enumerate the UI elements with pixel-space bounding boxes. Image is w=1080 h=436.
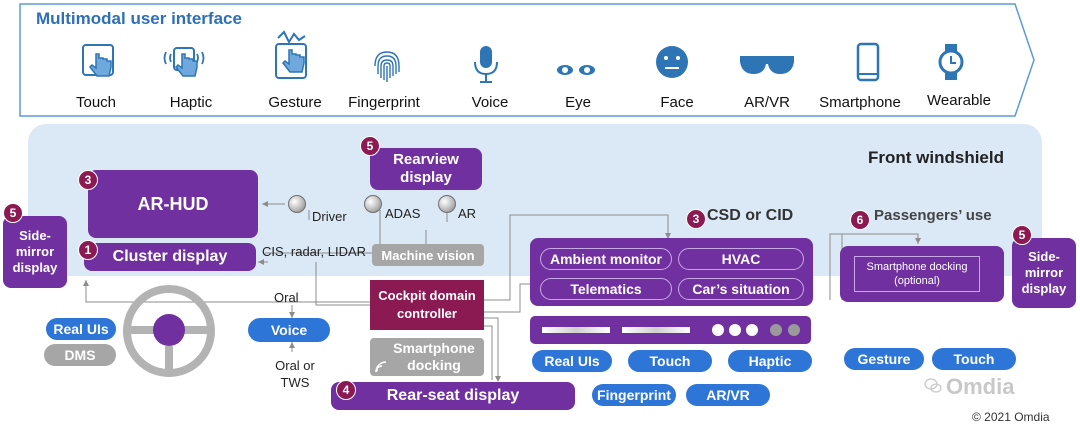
knob-control-1 — [770, 324, 782, 336]
driver-sensor-dot — [288, 195, 306, 213]
cars-situation-pill: Car’s situation — [678, 278, 804, 300]
copyright-text: © 2021 Omdia — [972, 410, 1050, 424]
passengers-display — [840, 246, 1004, 302]
badge-side-mirror-right: 5 — [1012, 225, 1032, 245]
badge-rear-seat: 4 — [336, 380, 356, 400]
slider-control-1 — [542, 327, 610, 333]
physical-controls-bar — [530, 316, 811, 344]
real-uis-pill-center: Real UIs — [532, 350, 612, 372]
gesture-icon — [272, 30, 316, 79]
label-smartphone: Smartphone — [819, 94, 901, 111]
arvr-pill: AR/VR — [686, 384, 770, 406]
machine-vision-box: Machine vision — [372, 244, 484, 266]
badge-passengers: 6 — [850, 210, 870, 230]
vr-glasses-icon — [738, 52, 796, 96]
fingerprint-pill: Fingerprint — [592, 384, 676, 406]
label-fingerprint: Fingerprint — [348, 94, 420, 111]
adas-sensor-dot — [364, 195, 382, 213]
badge-cluster: 1 — [78, 240, 98, 260]
oral-or-tws-label: Oral or TWS — [275, 358, 315, 390]
button-control-1 — [712, 324, 724, 336]
ar-hud-display: AR-HUD — [88, 170, 258, 238]
knob-control-2 — [788, 324, 800, 336]
smartwatch-icon — [936, 42, 980, 86]
face-icon — [654, 44, 698, 88]
oral-label: Oral — [274, 290, 299, 305]
smartphone-docking-optional: Smartphone docking (optional) — [854, 256, 980, 292]
label-haptic: Haptic — [169, 94, 213, 111]
passengers-use-title: Passengers’ use — [874, 207, 992, 224]
haptic-pill: Haptic — [728, 350, 812, 372]
smartphone-icon — [853, 42, 897, 86]
telematics-pill: Telematics — [540, 278, 672, 300]
button-control-2 — [729, 324, 741, 336]
dms-pill: DMS — [44, 344, 116, 366]
badge-rearview: 5 — [360, 136, 380, 156]
label-face: Face — [660, 94, 694, 111]
slider-control-2 — [622, 327, 690, 333]
cluster-display: Cluster display — [84, 243, 256, 271]
front-windshield-label: Front windshield — [868, 148, 1004, 167]
cis-radar-lidar-label: CIS, radar, LIDAR — [262, 244, 367, 259]
side-mirror-display-right: Side-mirror display — [1012, 238, 1076, 308]
badge-csd: 3 — [686, 209, 706, 229]
label-eye: Eye — [565, 94, 591, 111]
touch-icon — [80, 42, 124, 86]
wireless-icon — [374, 360, 388, 374]
voice-pill: Voice — [248, 318, 330, 342]
eye-icon — [555, 60, 599, 104]
haptic-icon — [162, 42, 206, 86]
csd-title: CSD or CID — [707, 207, 794, 224]
label-wearable: Wearable — [927, 92, 991, 109]
label-touch: Touch — [75, 94, 117, 111]
touch-pill-right: Touch — [932, 348, 1016, 370]
rearview-display: Rearview display — [370, 148, 482, 190]
gesture-pill: Gesture — [844, 348, 924, 370]
side-mirror-display-left: Side-mirror display — [3, 216, 67, 288]
label-arvr: AR/VR — [744, 94, 790, 111]
multimodal-banner — [19, 3, 1035, 117]
hvac-pill: HVAC — [678, 248, 804, 270]
badge-ar-hud: 3 — [78, 170, 98, 190]
wechat-icon — [924, 378, 942, 394]
rear-seat-display: Rear-seat display — [331, 382, 575, 410]
smartphone-docking-box: Smartphone docking — [370, 338, 484, 376]
steering-wheel — [122, 284, 216, 378]
button-control-3 — [746, 324, 758, 336]
label-gesture: Gesture — [268, 94, 322, 111]
ar-sensor-dot — [438, 195, 456, 213]
adas-label: ADAS — [385, 206, 421, 221]
badge-side-mirror-left: 5 — [3, 203, 23, 223]
banner-title: Multimodal user interface — [36, 9, 242, 28]
touch-pill-center: Touch — [628, 350, 712, 372]
ar-label: AR — [458, 206, 477, 221]
label-voice: Voice — [471, 94, 509, 111]
ambient-monitor-pill: Ambient monitor — [540, 248, 672, 270]
cockpit-domain-controller: Cockpit domain controller — [370, 280, 484, 330]
microphone-icon — [468, 44, 512, 88]
omdia-watermark: Omdia — [946, 374, 1015, 399]
fingerprint-icon — [365, 46, 409, 90]
driver-label: Driver — [312, 209, 347, 224]
csd-display — [530, 238, 813, 306]
real-uis-pill-left: Real UIs — [46, 318, 116, 340]
